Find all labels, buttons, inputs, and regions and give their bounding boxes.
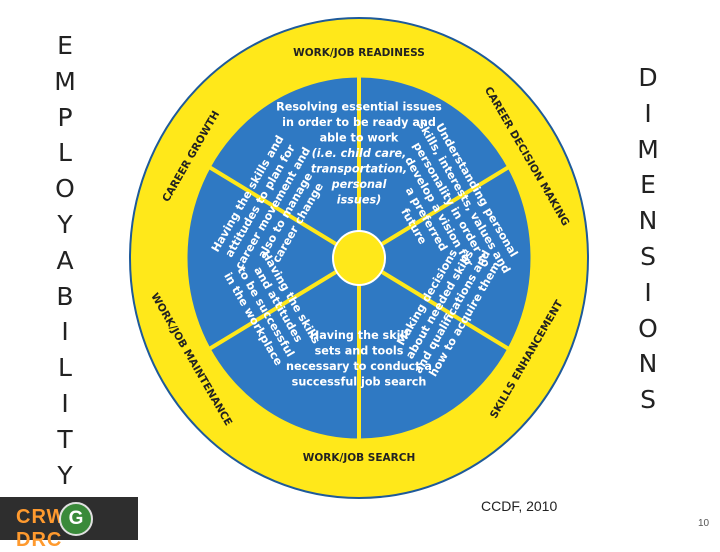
segment-line: sets and tools [315,344,404,357]
dimensions-letter: E [640,170,656,200]
hub-circle [332,230,386,286]
dimensions-letter: I [644,277,652,307]
segment-divider [357,256,510,351]
employability-letter: P [57,102,73,132]
segment-line: (i.e. child care, [312,147,407,160]
segment-line: Having the skill [310,329,408,342]
segment-line: Resolving essential issues [276,101,442,114]
employability-letter: L [58,138,72,168]
ring-label-bottom: WORK/JOB SEARCH [303,452,416,464]
employability-letter: I [61,317,69,347]
segment-line: in order to be ready and [282,116,436,129]
logo-globe-icon: G [59,502,93,536]
dimensions-letter: O [638,313,658,343]
dimensions-letter: S [640,385,656,415]
dimensions-letter: M [637,134,659,164]
segment-line: issues) [337,194,381,207]
segment-divider [208,256,361,351]
employability-letter: O [55,174,75,204]
segment-divider [208,165,361,260]
segment-line: able to work [320,132,399,145]
page-number: 10 [698,518,710,529]
logo-left-text: CRW [16,506,67,528]
segment-text-bottom: Having the skill sets and tools necessary … [286,329,432,389]
dimensions-letter: S [640,241,656,271]
employability-letter: Y [57,460,73,490]
employability-letter: E [57,31,73,60]
employability-letter: T [57,424,73,454]
dimensions-letter: N [638,206,658,236]
segment-line: transportation, [311,163,407,176]
segment-divider [357,165,510,260]
crwg-drc-logo: CRWDRC G [0,497,138,551]
employability-letter: B [56,281,74,311]
employability-letter: M [54,66,76,96]
dimensions-letter: I [644,98,652,128]
segment-text-top: Resolving essential issues in order to be… [276,101,442,207]
dimensions-letter: N [638,349,658,379]
ring-label-top: WORK/JOB READINESS [293,47,425,59]
segment-line: necessary to conduct a [286,360,432,373]
employability-letter: Y [57,209,73,239]
dimensions-letter: D [638,63,658,92]
employability-letter: A [56,245,74,275]
segment-line: successful job search [292,375,427,388]
employability-letter: L [58,353,72,383]
employability-letter: I [61,388,69,418]
source-caption: CCDF, 2010 [481,498,558,514]
segment-line: personal [331,178,387,191]
logo-right-text: DRC [16,529,63,551]
